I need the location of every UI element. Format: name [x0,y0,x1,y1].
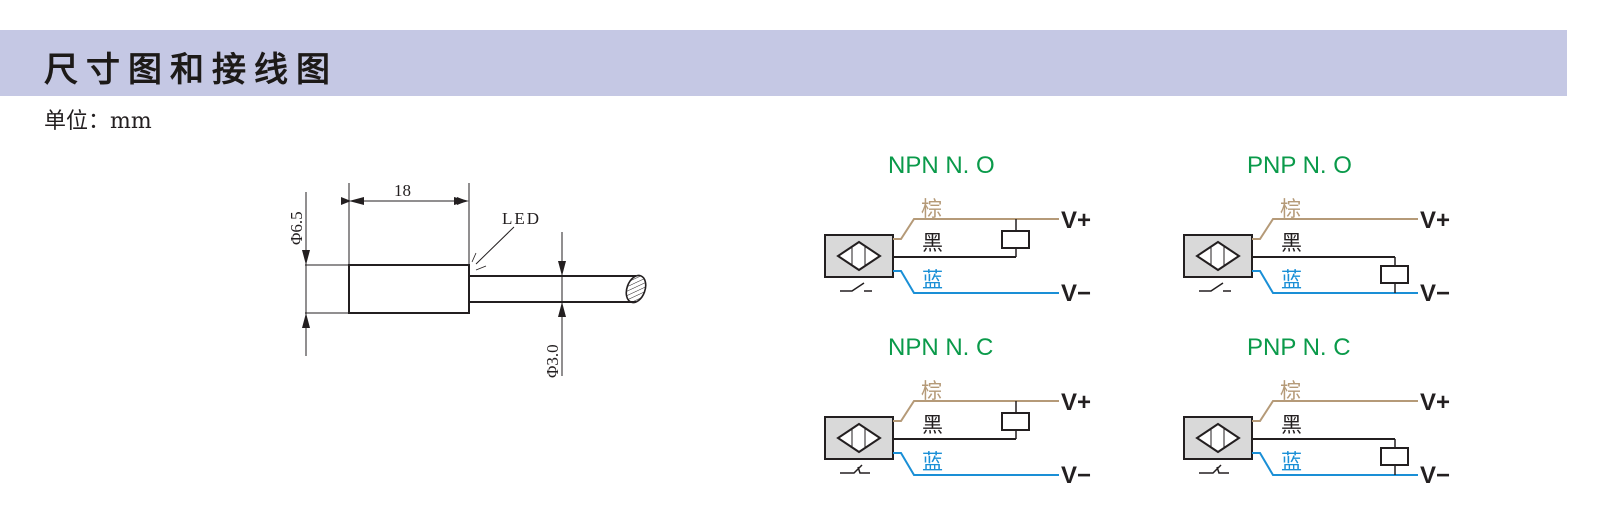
wiring-title: NPN N. C [888,334,993,361]
blue-wire-label: 蓝 [922,268,943,292]
v-minus-label: V− [1420,462,1450,489]
wiring-title: PNP N. O [1247,152,1352,179]
wiring-diagram-pnp-no: PNP N. O 棕黑蓝 V+ V− [1183,152,1450,307]
load-relay-icon [1001,230,1030,249]
blue-wire [1252,270,1418,294]
v-plus-label: V+ [1420,207,1450,234]
blue-wire-label: 蓝 [1281,450,1302,474]
normally-closed-contact-icon [840,464,870,474]
proximity-diamond-icon [1195,422,1241,454]
section-title: 尺寸图和接线图 [44,50,338,90]
brown-wire [893,218,1059,240]
black-wire-label: 黑 [1281,231,1302,255]
black-wire-label: 黑 [1281,413,1302,437]
brown-wire [1252,400,1418,422]
blue-wire-label: 蓝 [922,450,943,474]
wiring-diagram-pnp-nc: PNP N. C 棕黑蓝 V+ V− [1183,334,1450,489]
proximity-diamond-icon [1195,240,1241,272]
blue-wire-label: 蓝 [1281,268,1302,292]
proximity-diamond-icon [836,240,882,272]
section-banner: 尺寸图和接线图 [0,30,1567,96]
blue-wire [1252,452,1418,476]
normally-open-contact-icon [1199,282,1231,292]
brown-wire-label: 棕 [921,197,942,221]
v-plus-label: V+ [1061,389,1091,416]
led-label: LED [502,209,541,228]
wiring-title: NPN N. O [888,152,995,179]
dimension-drawing: 18 Φ6.5 Φ3.0 LED [287,181,647,378]
body-diameter-value: Φ6.5 [287,211,306,245]
v-minus-label: V− [1420,280,1450,307]
cable-cross-section [625,274,647,304]
normally-open-contact-icon [840,282,872,292]
sensor-body [348,264,470,314]
wiring-diagram-npn-no: NPN N. O 棕黑蓝 V+ V− [824,152,1091,307]
blue-wire [893,452,1059,476]
blue-wire [893,270,1059,294]
load-relay-icon [1001,412,1030,431]
brown-wire-label: 棕 [1280,379,1301,403]
cable-diameter-value: Φ3.0 [543,344,562,378]
v-plus-label: V+ [1420,389,1450,416]
wiring-diagram-npn-nc: NPN N. C 棕黑蓝 V+ V− [824,334,1091,489]
load-relay-icon [1380,447,1409,466]
proximity-diamond-icon [836,422,882,454]
black-wire-label: 黑 [922,413,943,437]
v-minus-label: V− [1061,462,1091,489]
wiring-title: PNP N. C [1247,334,1351,361]
black-wire-label: 黑 [922,231,943,255]
brown-wire [1252,218,1418,240]
load-relay-icon [1380,265,1409,284]
unit-label: 单位：mm [44,109,152,134]
brown-wire-label: 棕 [1280,197,1301,221]
brown-wire-label: 棕 [921,379,942,403]
normally-closed-contact-icon [1199,464,1229,474]
brown-wire [893,400,1059,422]
length-value: 18 [394,181,411,200]
v-plus-label: V+ [1061,207,1091,234]
v-minus-label: V− [1061,280,1091,307]
